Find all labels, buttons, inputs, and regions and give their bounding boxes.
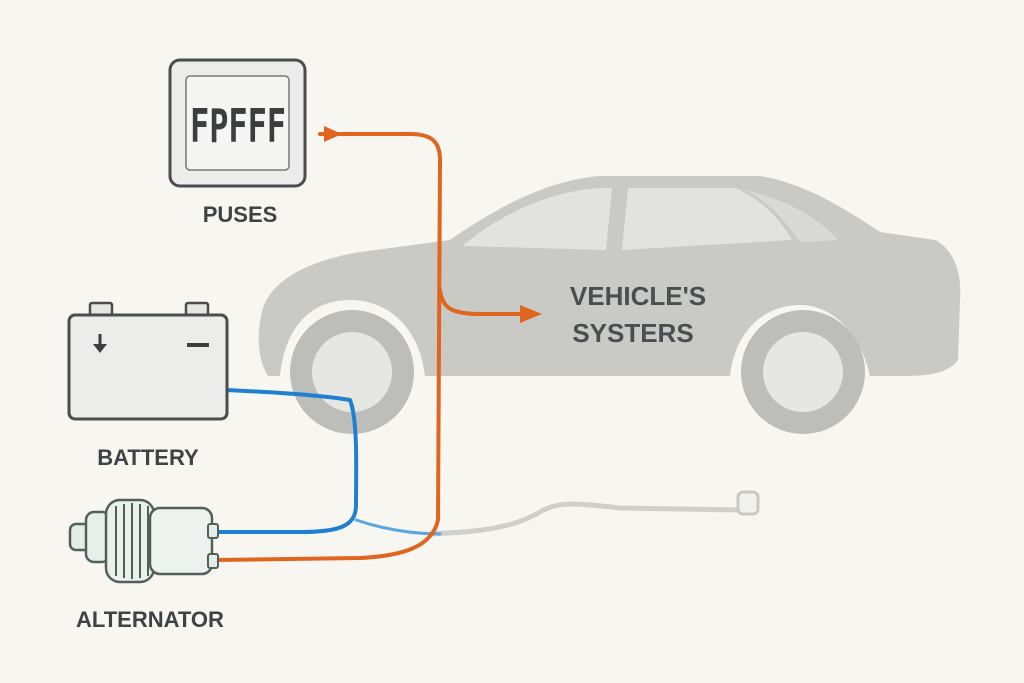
car-body [258,176,961,376]
car-window-back [745,190,838,242]
blue-wire-return [354,518,442,536]
fuse-box: FPFFF [168,58,307,188]
car-window-front [462,188,612,250]
fuses-label: PUSES [203,202,278,227]
orange-wire-branch [438,288,524,316]
orange-wire [213,132,443,562]
gray-cable [427,501,743,537]
alternator [68,498,219,584]
blue-wire [213,388,359,534]
battery-positive-terminal-icon [93,334,107,353]
vehicle-systems-label-line2: SYSTERS [572,318,693,348]
cable-connector [736,490,760,516]
battery-negative-terminal-icon [187,343,209,347]
arrow-to-fuses-icon [324,126,342,142]
battery-label: BATTERY [97,445,199,470]
battery [67,301,229,421]
rear-wheel [741,310,865,434]
fuse-strip-glyphs: FPFFF [190,99,286,153]
arrow-to-vehicle-icon [520,305,542,323]
car-window-rear [622,188,792,250]
front-wheel [290,310,414,434]
car-silhouette [258,176,961,434]
alternator-label: ALTERNATOR [76,607,224,632]
vehicle-systems-label-line1: VEHICLE'S [570,281,706,311]
